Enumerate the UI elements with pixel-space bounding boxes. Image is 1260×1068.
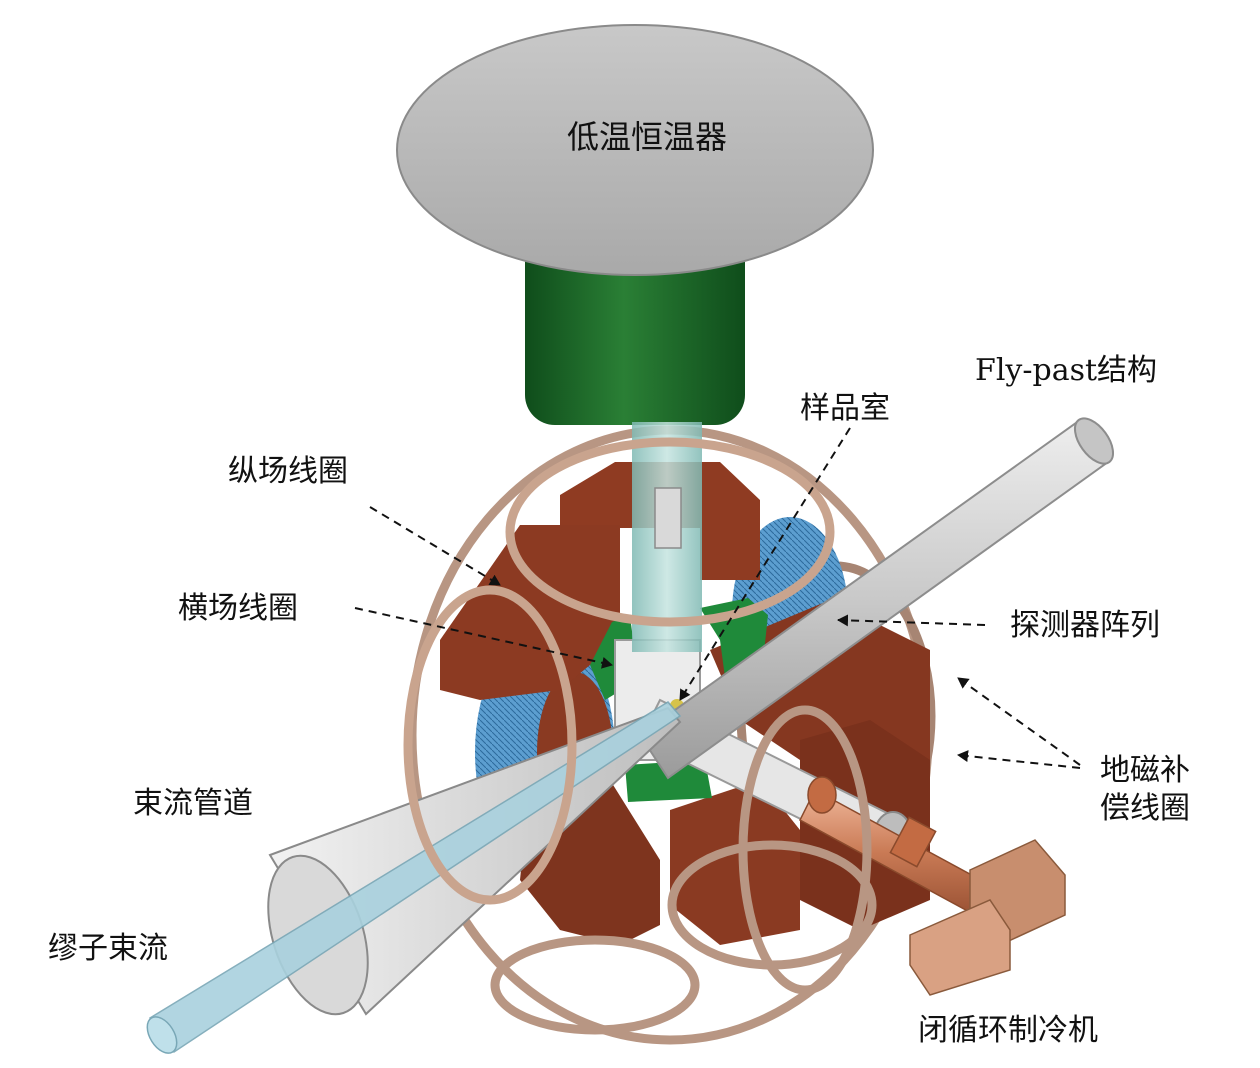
coil-rings-front (403, 437, 877, 1035)
muon-beam-graphic (146, 701, 682, 1054)
cryostat-label: 低温恒温器 (567, 118, 728, 156)
geomagnetic-compensation-coil-label: 地磁补 偿线圈 (1100, 752, 1250, 827)
muon-beam-label: 缪子束流 (48, 931, 168, 966)
detector-array-label: 探测器阵列 (1010, 608, 1160, 643)
fly-past-graphic (638, 417, 1115, 780)
cryocooler-graphic (799, 776, 1066, 996)
geomagnetic-compensation-coil-label-line2: 偿线圈 (1100, 790, 1190, 826)
sample-chamber-label: 样品室 (800, 391, 890, 426)
cryostat-graphic (396, 24, 874, 652)
fly-past-label: Fly-past结构 (975, 353, 1158, 388)
transverse-coil-label: 横场线圈 (178, 591, 298, 626)
leader-lines (354, 427, 1081, 769)
beam-pipe-label: 束流管道 (133, 786, 253, 821)
cryocooler-label: 闭循环制冷机 (918, 1013, 1098, 1048)
geomagnetic-compensation-coil-label-line1: 地磁补 (1100, 753, 1190, 788)
longitudinal-coil-label: 纵场线圈 (228, 454, 348, 489)
